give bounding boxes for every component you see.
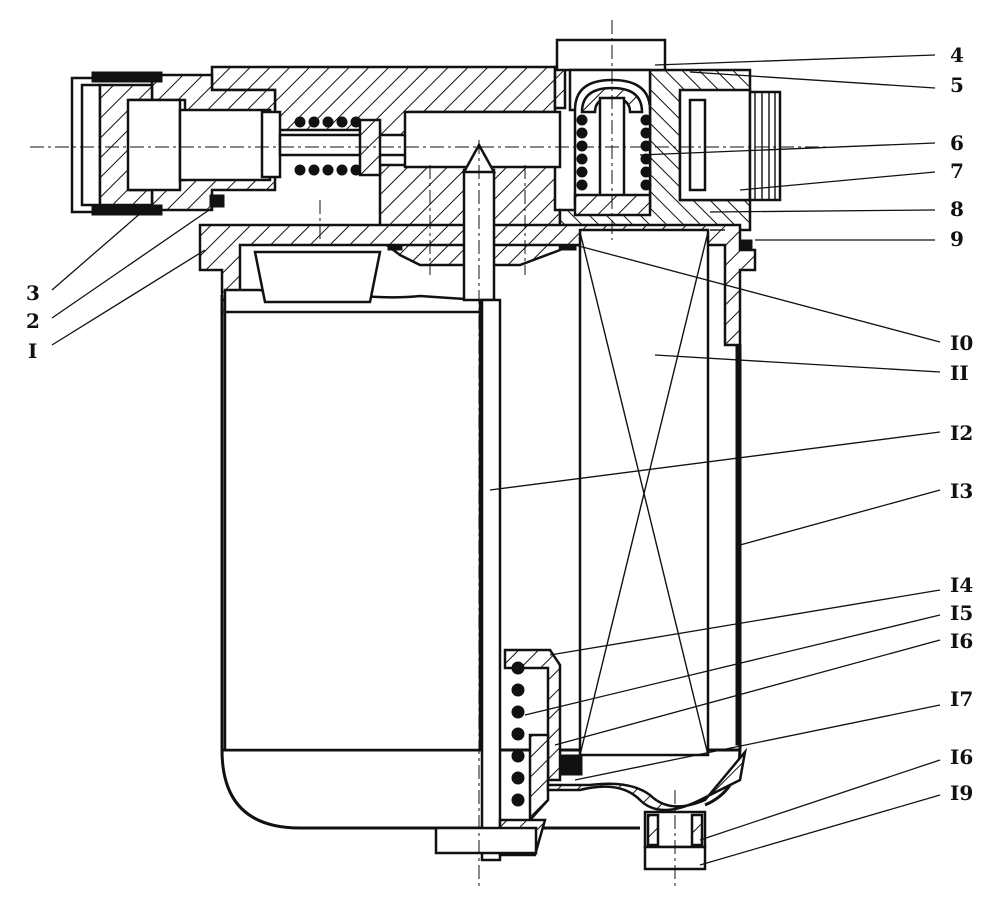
label-16a: I6 <box>950 629 973 653</box>
label-6: 6 <box>950 131 964 155</box>
label-10: I0 <box>950 331 973 355</box>
label-3: 3 <box>26 281 40 305</box>
label-7: 7 <box>950 159 964 183</box>
bypass-spring-icon <box>294 116 362 176</box>
center-lines <box>30 20 830 890</box>
label-1: I <box>28 339 37 363</box>
label-12: I2 <box>950 421 973 445</box>
leader-lines <box>51 54 941 866</box>
inlet-fitting <box>70 71 272 216</box>
label-13: I3 <box>950 479 973 503</box>
filter-element-right <box>578 228 725 757</box>
label-15: I5 <box>950 601 973 625</box>
label-17: I7 <box>950 687 973 711</box>
label-5: 5 <box>950 73 964 97</box>
label-9: 9 <box>950 227 964 251</box>
label-19: I9 <box>950 781 973 805</box>
label-11: II <box>950 361 969 385</box>
label-4: 4 <box>950 43 964 67</box>
label-14: I4 <box>950 573 973 597</box>
label-8: 8 <box>950 197 964 221</box>
label-2: 2 <box>26 309 40 333</box>
relief-valve-cap <box>678 88 782 202</box>
element-support-spring <box>498 648 583 857</box>
filter-element-left <box>223 250 482 752</box>
part-labels: 4 5 6 7 8 9 I0 II I2 I3 I4 I5 I6 I7 I6 I… <box>26 43 973 805</box>
label-16b: I6 <box>950 745 973 769</box>
valve-spring-icon <box>576 114 652 191</box>
